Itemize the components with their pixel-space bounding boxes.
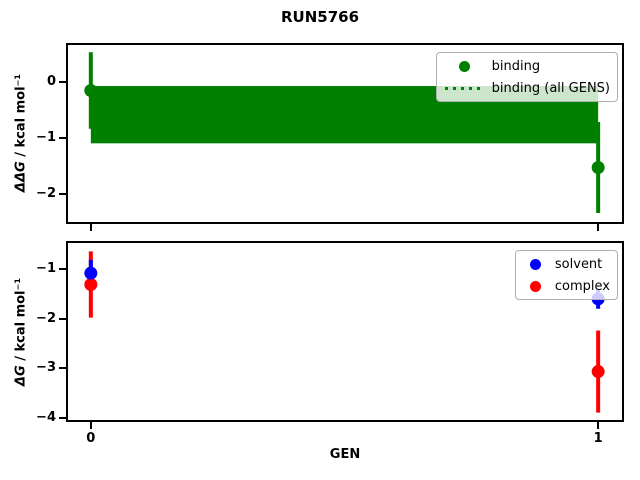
binding-legend: binding binding (all GENS)	[435, 52, 618, 102]
y-tick-mark	[59, 317, 66, 320]
x-tick-label: 0	[86, 431, 96, 446]
x-tick-mark	[597, 422, 600, 429]
x-tick-mark	[89, 422, 92, 429]
legend-glyph-cell	[523, 258, 549, 270]
x-tick-mark	[89, 224, 92, 231]
y-tick-mark	[59, 137, 66, 140]
binding-point	[84, 84, 98, 98]
complex-marker-icon	[530, 280, 542, 292]
solvent-marker-icon	[530, 258, 542, 270]
y-tick-label: −2	[36, 310, 56, 326]
legend-glyph-cell	[444, 86, 486, 90]
complex-point	[591, 365, 605, 379]
binding-plot-canvas	[84, 52, 605, 214]
legend-entry-solvent: solvent	[523, 254, 610, 274]
legend-label-binding-all-gens: binding (all GENS)	[491, 80, 610, 96]
legend-glyph-cell	[523, 280, 549, 292]
y-tick-mark	[59, 81, 66, 84]
dg-plot-axes: solvent complex	[66, 241, 624, 422]
y-tick-mark	[59, 268, 66, 271]
y-tick-label: −2	[36, 186, 56, 202]
x-tick-mark	[597, 224, 600, 231]
legend-entry-binding-all-gens: binding (all GENS)	[444, 78, 610, 98]
binding-point	[591, 160, 605, 174]
y-tick-label: −3	[36, 360, 56, 376]
legend-entry-binding: binding	[444, 56, 610, 76]
dg-legend: solvent complex	[514, 250, 618, 300]
x-axis-label: GEN	[329, 447, 361, 462]
legend-entry-complex: complex	[523, 276, 610, 296]
legend-label-solvent: solvent	[554, 256, 603, 272]
y-tick-mark	[59, 416, 66, 419]
solvent-point	[84, 266, 98, 280]
y-tick-label: 0	[46, 74, 56, 90]
figure-title: RUN5766	[280, 8, 360, 26]
binding-all-gens-line-icon	[444, 86, 485, 90]
complex-point	[84, 278, 98, 292]
y-tick-label: −1	[36, 261, 56, 277]
legend-label-binding: binding	[491, 58, 541, 74]
y-tick-mark	[59, 193, 66, 196]
binding-marker-icon	[459, 60, 471, 72]
legend-glyph-cell	[444, 60, 486, 72]
binding-plot-axes: binding binding (all GENS)	[66, 43, 624, 224]
legend-label-complex: complex	[554, 278, 610, 294]
y-tick-label: −1	[36, 130, 56, 146]
x-tick-label: 1	[593, 431, 603, 446]
y-tick-mark	[59, 367, 66, 370]
y-tick-label: −4	[36, 409, 56, 425]
